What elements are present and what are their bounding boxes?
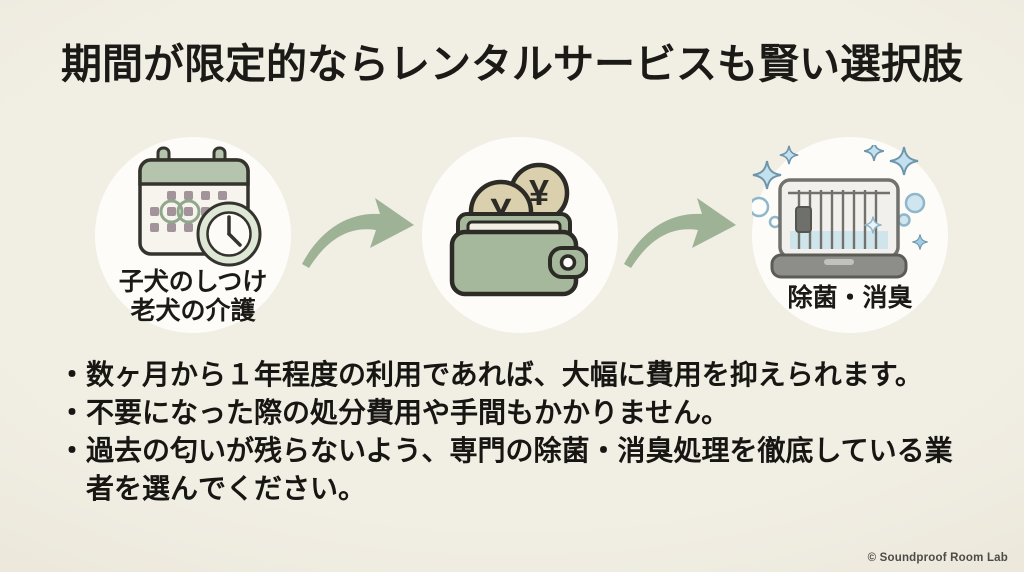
yen-symbol: ¥ xyxy=(529,172,549,213)
bullet-item: ・ 数ヶ月から１年程度の利用であれば、大幅に費用を抑えられます。 xyxy=(58,356,966,394)
bullet-marker: ・ xyxy=(58,397,87,428)
step-label-cleaning: 除菌・消臭 xyxy=(752,284,948,313)
bullet-text: 不要になった際の処分費用や手間もかかりません。 xyxy=(86,397,730,428)
flow-arrow-icon xyxy=(624,198,736,268)
flow-arrow-icon xyxy=(302,198,414,268)
step-label-line: 子犬のしつけ xyxy=(118,268,268,296)
sparkle-icon xyxy=(752,145,928,250)
sanitized-cage-icon xyxy=(752,145,928,279)
bullet-marker: ・ xyxy=(58,435,87,466)
bullet-item: ・ 過去の匂いが残らないよう、専門の除菌・消臭処理を徹底している業者を選んでくだ… xyxy=(58,432,966,508)
calendar-clock-icon xyxy=(138,146,262,267)
page-title: 期間が限定的ならレンタルサービスも賢い選択肢 xyxy=(61,41,963,87)
bullet-item: ・ 不要になった際の処分費用や手間もかかりません。 xyxy=(58,394,966,432)
bullet-text: 過去の匂いが残らないよう、専門の除菌・消臭処理を徹底している業者を選んでください… xyxy=(86,435,953,504)
bubble-icon xyxy=(752,192,926,229)
step-label-line: 老犬の介護 xyxy=(130,297,256,325)
bullet-list: ・ 数ヶ月から１年程度の利用であれば、大幅に費用を抑えられます。 ・ 不要になっ… xyxy=(58,356,966,508)
step-label-period: 子犬のしつけ 老犬の介護 xyxy=(95,268,291,326)
step-label-line: 除菌・消臭 xyxy=(787,284,913,312)
bullet-marker: ・ xyxy=(58,359,87,390)
wallet-yen-icon: ¥ ¥ xyxy=(449,162,588,297)
bullet-text: 数ヶ月から１年程度の利用であれば、大幅に費用を抑えられます。 xyxy=(86,359,923,390)
copyright-credit: © Soundproof Room Lab xyxy=(867,552,1008,564)
